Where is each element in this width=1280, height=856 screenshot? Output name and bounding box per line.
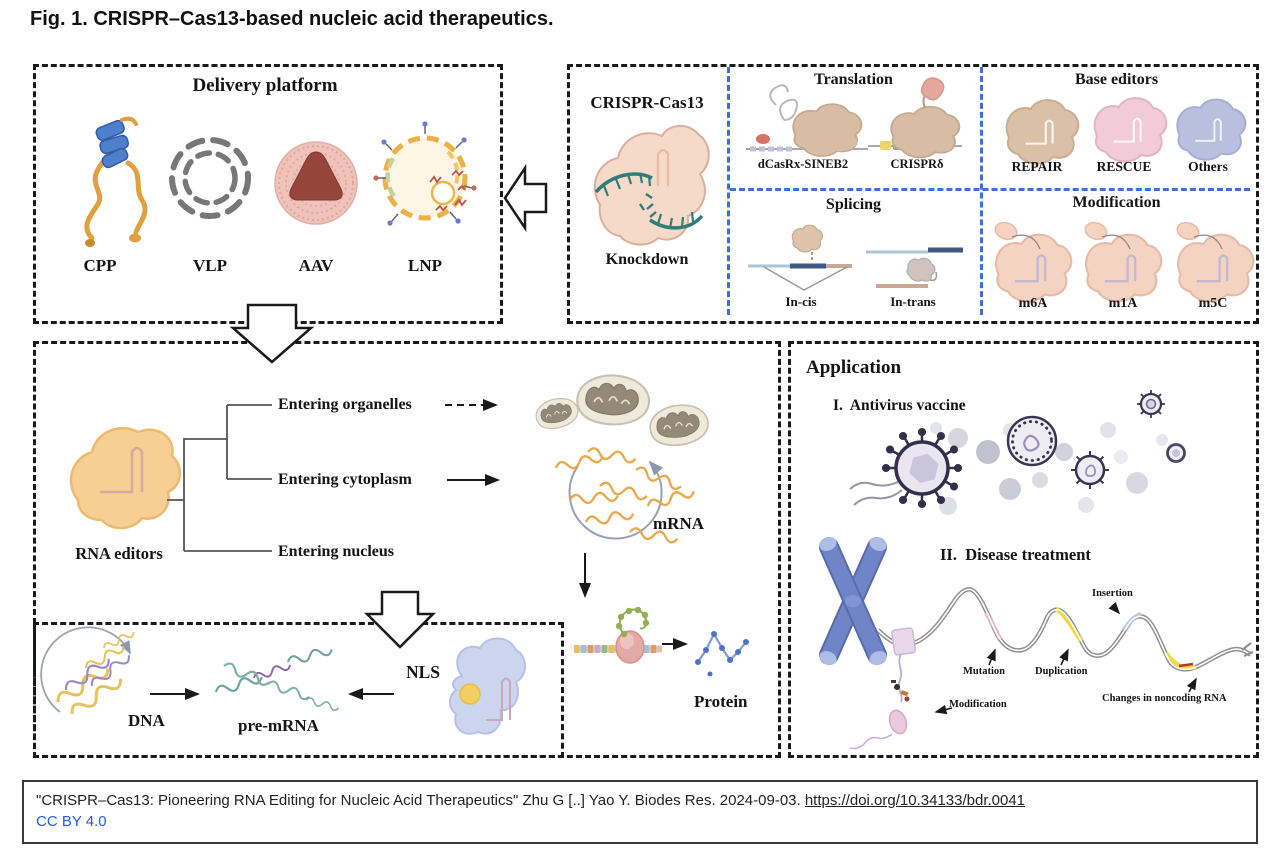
repair-label: REPAIR (1011, 159, 1063, 174)
cas13-strategies-box (567, 64, 1259, 324)
dcasrx-sineb2-label: dCasRx-SINEB2 (757, 157, 849, 171)
knockdown-label: Knockdown (605, 251, 689, 268)
disease-treatment-heading: II. Disease treatment (940, 545, 1091, 564)
modification-title: Modification (1072, 194, 1161, 211)
m6a-label: m6A (1018, 296, 1048, 311)
mrna-label: mRNA (653, 514, 704, 533)
entering-nucleus-label: Entering nucleus (278, 543, 395, 560)
nls-label: NLS (406, 662, 441, 682)
cas13-title: CRISPR-Cas13 (590, 93, 704, 112)
delivery-platform-box (33, 64, 503, 324)
doi-link[interactable]: https://doi.org/10.34133/bdr.0041 (804, 792, 1026, 809)
m1a-label: m1A (1108, 296, 1138, 311)
citation-text: "CRISPR–Cas13: Pioneering RNA Editing fo… (36, 792, 805, 809)
nucleus-box (33, 622, 564, 758)
base-editors-title: Base editors (1074, 71, 1159, 88)
mutation-label: Mutation (963, 666, 1005, 677)
blue-divider-vertical-1 (727, 67, 730, 315)
vlp-label: VLP (193, 256, 227, 275)
crispr-delta-label: CRISPRδ (890, 157, 944, 171)
dna-label: DNA (128, 711, 165, 730)
blue-divider-vertical-2 (980, 67, 983, 315)
rna-editors-label: RNA editors (75, 544, 163, 563)
application-box (788, 341, 1259, 758)
blue-divider-horizontal (730, 188, 1250, 191)
splicing-title: Splicing (825, 196, 882, 213)
citation-box: "CRISPR–Cas13: Pioneering RNA Editing fo… (22, 780, 1258, 844)
application-title: Application (806, 357, 902, 378)
delivery-title: Delivery platform (192, 75, 338, 96)
in-cis-label: In-cis (785, 294, 817, 309)
aav-label: AAV (298, 256, 334, 275)
figure-title: Fig. 1. CRISPR–Cas13-based nucleic acid … (30, 8, 554, 30)
modification-annotation-label: Modification (949, 699, 1007, 710)
rescue-label: RESCUE (1096, 159, 1152, 174)
license-link[interactable]: CC BY 4.0 (36, 813, 107, 830)
others-label: Others (1188, 159, 1228, 174)
pre-mrna-label: pre-mRNA (238, 716, 319, 735)
entering-organelles-label: Entering organelles (278, 396, 412, 413)
in-trans-label: In-trans (890, 294, 936, 309)
lnp-label: LNP (408, 256, 442, 275)
duplication-label: Duplication (1035, 666, 1088, 677)
entering-cytoplasm-label: Entering cytoplasm (278, 471, 412, 488)
insertion-label: Insertion (1092, 588, 1133, 599)
m5c-label: m5C (1198, 296, 1228, 311)
noncoding-rna-label: Changes in noncoding RNA (1102, 693, 1227, 704)
arrow-left-hollow (503, 163, 548, 233)
cpp-label: CPP (83, 256, 117, 275)
antivirus-vaccine-heading: I. Antivirus vaccine (833, 397, 966, 414)
translation-title: Translation (814, 71, 893, 88)
protein-label: Protein (694, 692, 748, 711)
